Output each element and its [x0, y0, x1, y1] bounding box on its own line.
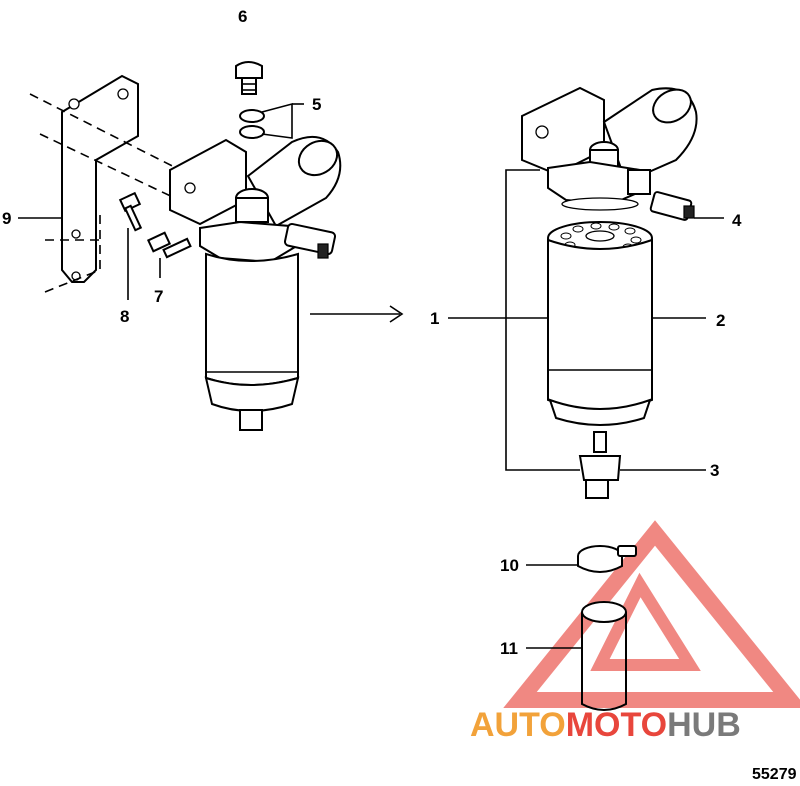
filter-assembly-left [169, 135, 342, 431]
bracket-9 [29, 74, 201, 293]
callout-5: 5 [312, 95, 321, 114]
callout-1: 1 [430, 309, 439, 328]
sensor-4 [649, 191, 724, 221]
callout-11: 11 [500, 639, 518, 658]
watermark-logo [503, 520, 800, 708]
figure-id: 55279 [752, 766, 797, 783]
screw-7 [146, 231, 192, 278]
watermark-text: AUTOMOTOHUB [470, 706, 741, 744]
watermark-triangle-inner [590, 572, 701, 671]
bleed-screw-6 [235, 61, 263, 95]
watermark-moto: MOTO [566, 706, 667, 744]
callout-8: 8 [120, 307, 129, 326]
callout-3: 3 [710, 461, 719, 480]
callout-9: 9 [2, 209, 11, 228]
sleeve-11 [526, 601, 627, 711]
callout-6: 6 [238, 7, 247, 26]
callout-7: 7 [154, 287, 163, 306]
watermark-auto: AUTO [470, 706, 566, 744]
watermark-hub: HUB [667, 706, 741, 744]
callout-10: 10 [500, 556, 519, 575]
screw-8 [118, 191, 143, 300]
leader-1-bracket [448, 169, 580, 471]
water-sensor-3 [578, 431, 622, 499]
callout-2: 2 [716, 311, 725, 330]
filter-element-2 [547, 221, 653, 426]
o-rings-5 [239, 102, 304, 139]
callout-4: 4 [732, 211, 742, 230]
clamp-10 [526, 545, 637, 573]
filter-head-right [521, 86, 698, 211]
explode-arrow [310, 305, 404, 323]
